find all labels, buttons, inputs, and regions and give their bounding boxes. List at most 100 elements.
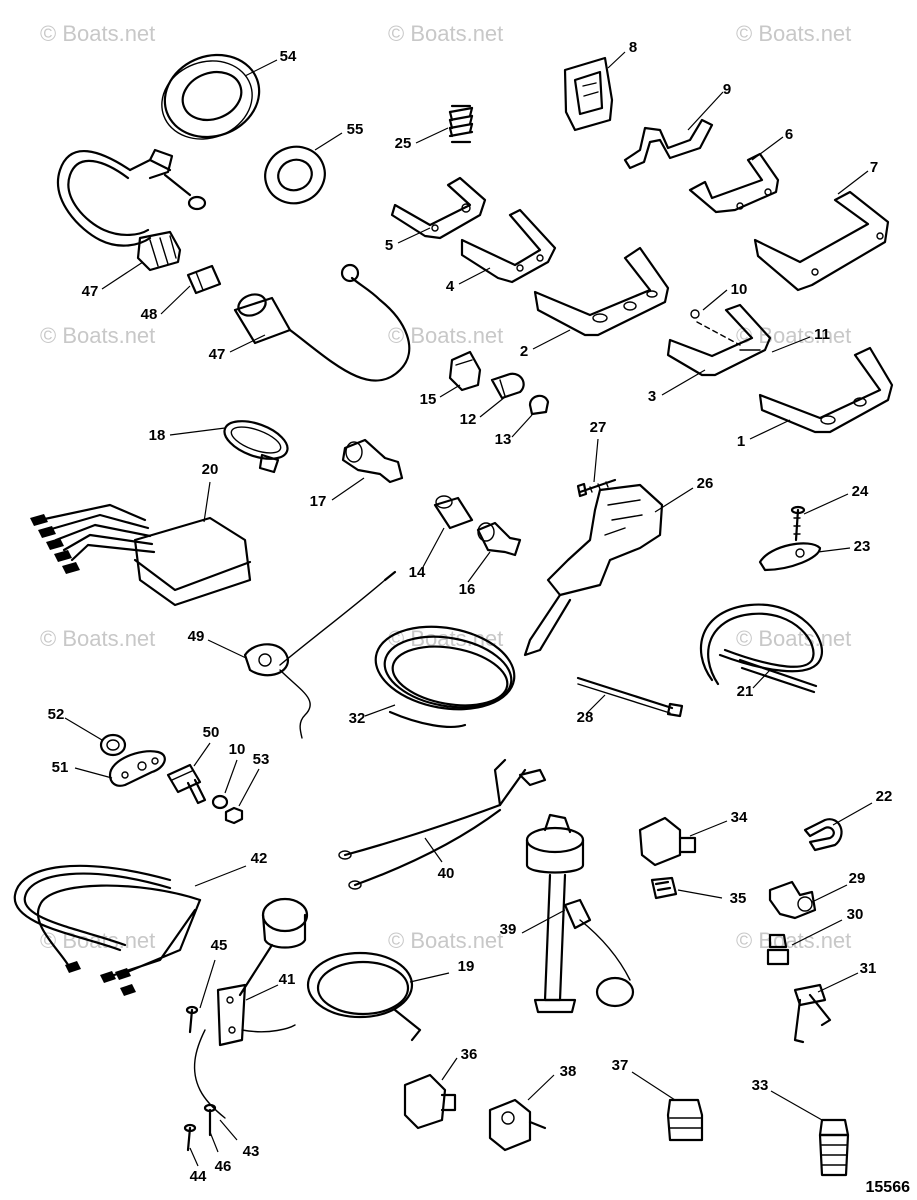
fitting-33-part: [818, 1118, 850, 1177]
screw-27-part: [576, 478, 617, 498]
cable-tie-strap-part: [576, 676, 684, 718]
callout-17: 17: [310, 493, 327, 510]
callout-32: 32: [349, 710, 366, 727]
spring-part: [448, 104, 474, 144]
level-sender-part: [525, 813, 635, 1014]
callout-31: 31: [860, 960, 877, 977]
wire-harness-long-part: [13, 864, 202, 996]
hose-clip-part: [758, 542, 822, 572]
elbow-fitting-29-part: [768, 880, 817, 920]
callout-46: 46: [215, 1158, 232, 1175]
bracket-2-part: [533, 246, 670, 337]
watermark: © Boats.net: [388, 323, 503, 348]
callout-28: 28: [577, 709, 594, 726]
fitting-30-part: [766, 933, 790, 966]
bulb-part: [490, 372, 525, 400]
cable-clamp-part: [803, 818, 843, 852]
watermark-layer: © Boats.net © Boats.net © Boats.net © Bo…: [40, 21, 851, 953]
callout-13: 13: [495, 431, 512, 448]
tee-fitting-part: [793, 983, 832, 1044]
callout-39: 39: [500, 921, 517, 938]
callout-26: 26: [697, 475, 714, 492]
callout-9: 9: [723, 81, 731, 98]
cable-plug-lower-part: [233, 263, 411, 382]
callout-labels: 54 55 25 8 9 6 7 5 4 2 10 11 3 1 47 48 4…: [48, 39, 893, 1185]
callout-45: 45: [211, 937, 228, 954]
bracket-3-part: [666, 303, 772, 377]
wire-coil-part: [374, 625, 516, 728]
cable-plug-assembly-part: [57, 148, 207, 272]
callout-47a: 47: [82, 283, 99, 300]
bracket-6-part: [688, 152, 780, 214]
wire-harness-19-part: [306, 951, 422, 1042]
callout-3: 3: [648, 388, 656, 405]
callout-8: 8: [629, 39, 637, 56]
watermark: © Boats.net: [40, 323, 155, 348]
callout-2: 2: [520, 343, 528, 360]
watermark: © Boats.net: [736, 928, 851, 953]
pressure-switch-part: [341, 438, 404, 484]
part-drawings: [13, 53, 894, 1177]
callout-38: 38: [560, 1063, 577, 1080]
watermark: © Boats.net: [388, 21, 503, 46]
hose-part: [699, 603, 823, 694]
callout-29: 29: [849, 870, 866, 887]
callout-33: 33: [752, 1077, 769, 1094]
screw-45-part: [185, 1005, 199, 1034]
bracket-4-part: [460, 208, 557, 284]
cable-tie-clamp-part: [223, 420, 289, 474]
callout-4: 4: [446, 278, 455, 295]
callout-53: 53: [253, 751, 270, 768]
watermark: © Boats.net: [40, 21, 155, 46]
bracket-1-part: [758, 346, 894, 434]
mounting-plate-part: [108, 750, 166, 787]
nut-part: [224, 806, 244, 825]
lockwasher-part: [211, 794, 229, 810]
callout-7: 7: [870, 159, 878, 176]
callout-51: 51: [52, 759, 69, 776]
callout-20: 20: [202, 461, 219, 478]
watermark: © Boats.net: [736, 626, 851, 651]
leader-lines: [64, 51, 873, 1167]
screw-24-part: [790, 505, 806, 542]
callout-37: 37: [612, 1057, 629, 1074]
mounting-arm-part: [523, 483, 664, 657]
socket-part: [448, 350, 482, 392]
elbow-fitting-36-part: [403, 1073, 457, 1130]
callout-5: 5: [385, 237, 393, 254]
watermark: © Boats.net: [40, 626, 155, 651]
lens-cap-part: [528, 394, 550, 416]
callout-25: 25: [395, 135, 412, 152]
grommet-small-52-part: [99, 733, 127, 757]
callout-30: 30: [847, 906, 864, 923]
callout-21: 21: [737, 683, 754, 700]
block-fitting-part: [488, 1098, 547, 1152]
bracket-7-part: [753, 190, 890, 292]
callout-22: 22: [876, 788, 893, 805]
callout-43: 43: [243, 1143, 260, 1160]
callout-52: 52: [48, 706, 65, 723]
float-switch-part: [216, 897, 309, 1047]
callout-18: 18: [149, 427, 166, 444]
bracket-5-part: [390, 176, 487, 240]
callout-55: 55: [347, 121, 364, 138]
callout-41: 41: [279, 971, 296, 988]
bulb-holder-part: [476, 521, 522, 557]
sensor-harness-part: [243, 570, 397, 739]
callout-11: 11: [814, 326, 830, 343]
bracket-strap-part: [623, 118, 714, 170]
callout-44: 44: [190, 1168, 207, 1185]
control-module-part: [30, 503, 252, 607]
fitting-nut-37-part: [666, 1098, 704, 1142]
callout-23: 23: [854, 538, 871, 555]
callout-14: 14: [409, 564, 426, 581]
callout-42: 42: [251, 850, 268, 867]
callout-10b: 10: [229, 741, 246, 758]
callout-36: 36: [461, 1046, 478, 1063]
ground-wire-part: [183, 1029, 226, 1152]
temperature-sender-part: [166, 763, 207, 805]
callout-50: 50: [203, 724, 220, 741]
socket-14-part: [433, 495, 474, 530]
callout-16: 16: [459, 581, 476, 598]
